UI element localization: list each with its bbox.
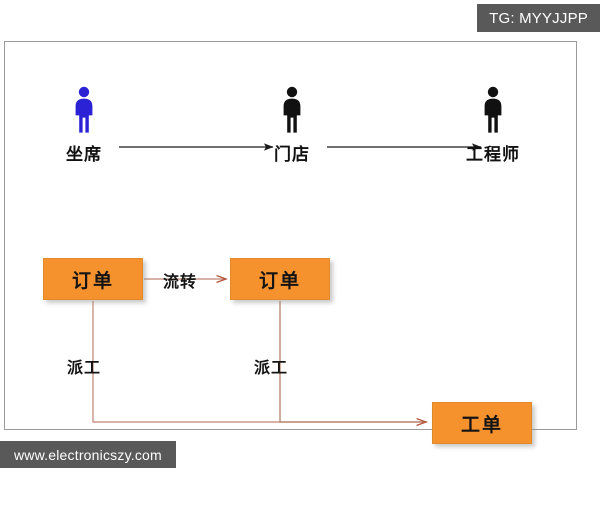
person-icon	[247, 82, 337, 134]
person-icon	[39, 82, 129, 134]
actor-label: 坐席	[66, 145, 102, 165]
node-order-1[interactable]: 订单	[43, 258, 143, 300]
path-order2-to-workorder	[279, 301, 426, 422]
actor-label: 门店	[274, 145, 310, 165]
site-watermark: www.electronicszy.com	[0, 441, 176, 468]
tg-watermark-badge: TG: MYYJJPP	[477, 4, 600, 32]
edge-label-liuzhuan: 流转	[163, 272, 198, 291]
actor-gongchengshi: 工程师	[448, 82, 538, 165]
edge-label-paigong-2: 派工	[254, 358, 289, 377]
node-workorder[interactable]: 工单	[432, 402, 532, 444]
node-order-2[interactable]: 订单	[230, 258, 330, 300]
actor-zuoxi: 坐席	[39, 82, 129, 165]
person-icon	[448, 82, 538, 134]
edge-label-paigong-1: 派工	[67, 358, 102, 377]
diagram-frame: 坐席 门店 工程师 订单 订单 工单 流转 派工 派工	[4, 41, 577, 444]
actor-mendian: 门店	[247, 82, 337, 165]
actor-label: 工程师	[466, 145, 520, 165]
